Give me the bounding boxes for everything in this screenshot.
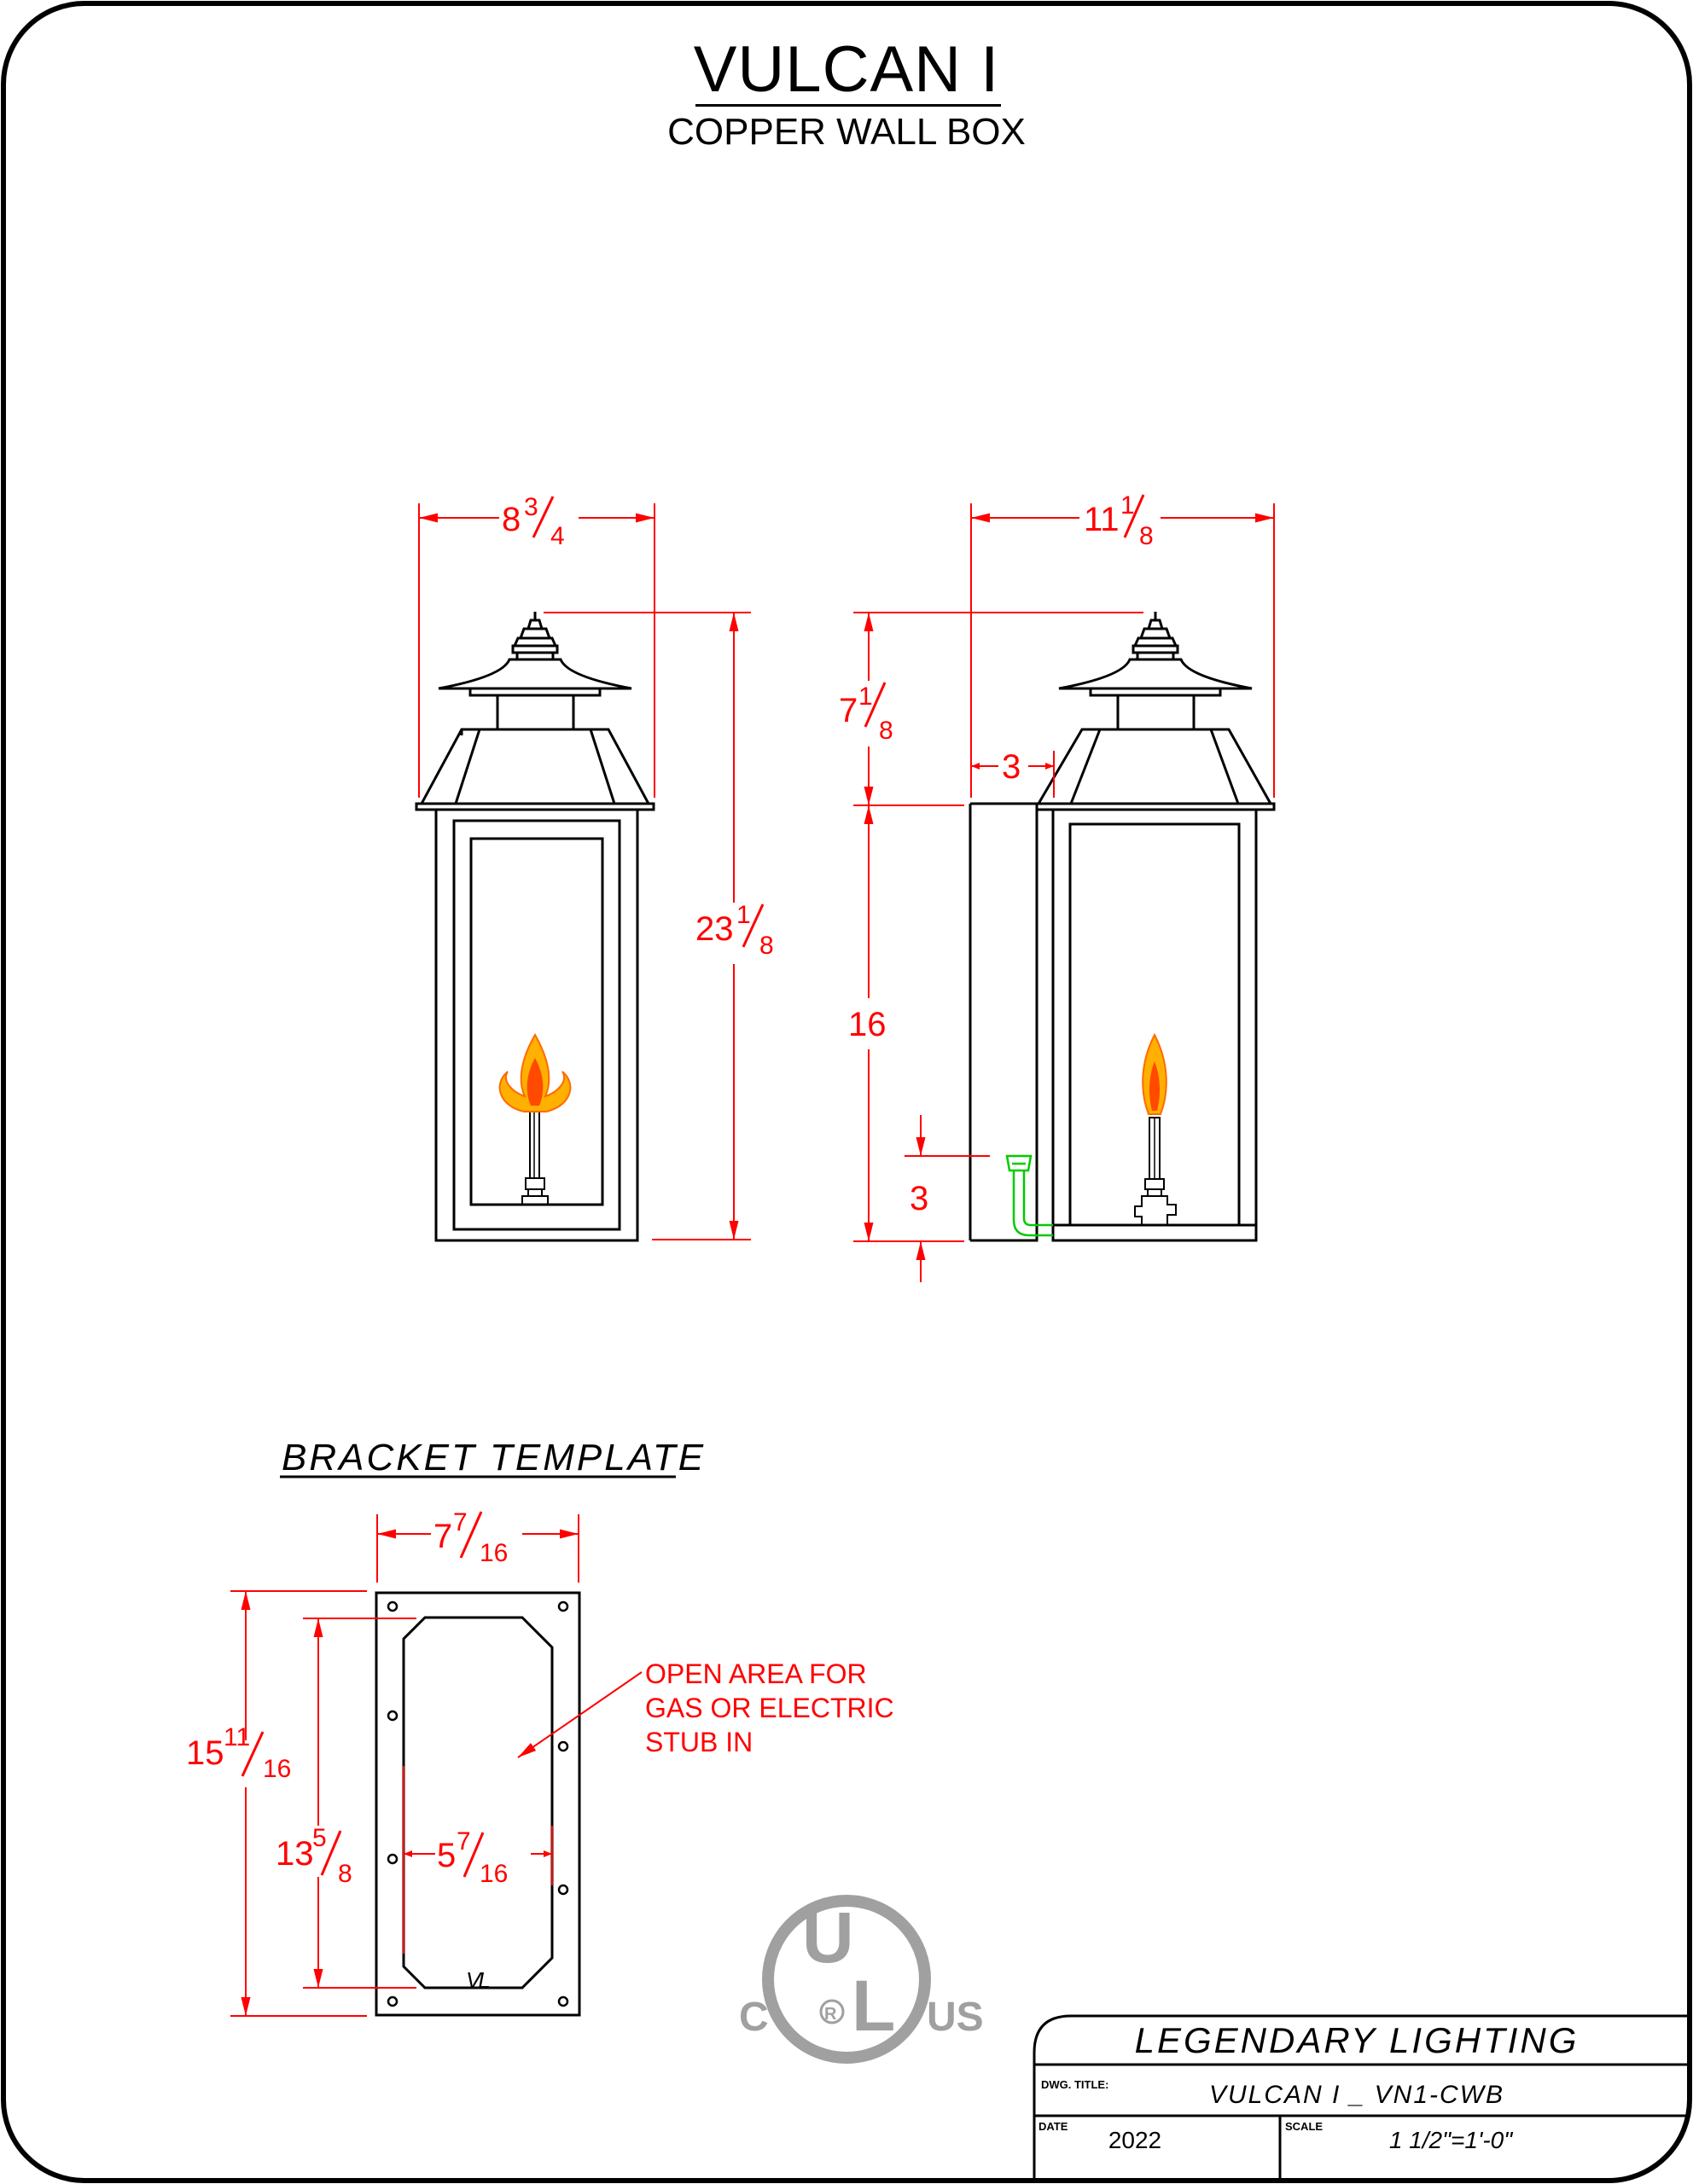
side-cap-whole: 7 — [839, 692, 858, 729]
bracket-plate — [375, 1591, 581, 2017]
bracket-inner-height-whole: 13 — [276, 1835, 314, 1873]
title-block — [1033, 2014, 1690, 2181]
bracket-outer-height-num: 11 — [224, 1723, 250, 1751]
side-depth-dimension: 11 1 8 — [970, 491, 1275, 798]
bracket-inner-height-dimension: 13 5 8 — [276, 1618, 416, 1989]
side-body-value: 16 — [848, 1006, 887, 1043]
bracket-outer-height-dimension: 15 11 16 — [186, 1590, 367, 2017]
dwg-title-value: VULCAN I _ VN1-CWB — [1209, 2081, 1504, 2109]
bracket-heading: BRACKET TEMPLATE — [282, 1437, 706, 1478]
ul-l-letter: L — [852, 1966, 895, 2046]
title-underline — [695, 104, 1001, 107]
ul-registered-mark: R — [824, 2005, 837, 2024]
front-width-dimension: 8 3 4 — [418, 493, 655, 798]
date-label: DATE — [1038, 2120, 1068, 2133]
ul-u-letter: U — [802, 1897, 854, 1978]
date-value: 2022 — [1108, 2127, 1161, 2153]
front-height-whole: 23 — [695, 910, 734, 948]
bracket-outer-height-den: 16 — [263, 1755, 291, 1783]
scale-value: 1 1/2"=1'-0" — [1389, 2127, 1513, 2153]
bracket-width-num: 7 — [453, 1508, 468, 1536]
side-flame-icon — [1142, 1032, 1167, 1115]
side-depth-num: 1 — [1120, 491, 1135, 520]
bracket-width-den: 16 — [480, 1539, 508, 1567]
note-line-2: GAS OR ELECTRIC — [645, 1693, 894, 1723]
gas-line — [1005, 1154, 1053, 1237]
front-height-dimension: 23 1 8 — [544, 612, 774, 1240]
front-flame-icon — [498, 1032, 572, 1112]
open-area-note: OPEN AREA FOR GAS OR ELECTRIC STUB IN — [517, 1658, 894, 1758]
front-width-num: 3 — [524, 493, 538, 521]
side-body-dimension: 16 — [848, 805, 964, 1242]
ul-c-mark: C — [739, 1995, 769, 2040]
side-depth-den: 8 — [1139, 522, 1154, 550]
side-cap-dimension: 7 1 8 — [839, 612, 1143, 806]
side-offset-value: 3 — [1002, 748, 1021, 786]
note-line-1: OPEN AREA FOR — [645, 1658, 867, 1689]
side-cap-den: 8 — [879, 717, 893, 745]
bracket-inner-width-den: 16 — [480, 1860, 508, 1888]
bracket-inner-width-dimension: 5 7 16 — [403, 1766, 553, 1954]
scale-label: SCALE — [1285, 2120, 1323, 2133]
front-height-num: 1 — [736, 901, 751, 929]
bracket-inner-height-num: 5 — [312, 1824, 327, 1852]
bracket-width-dimension: 7 7 16 — [376, 1508, 579, 1583]
drawing-title: VULCAN I — [693, 33, 1000, 106]
side-stub-value: 3 — [910, 1180, 928, 1217]
side-depth-whole: 11 — [1084, 501, 1120, 538]
side-view — [969, 612, 1276, 1242]
front-width-whole: 8 — [502, 501, 521, 538]
front-view — [415, 612, 655, 1242]
ul-us-mark: US — [927, 1995, 984, 2040]
bracket-inner-height-den: 8 — [338, 1860, 352, 1888]
drawing-subtitle: COPPER WALL BOX — [667, 111, 1026, 153]
side-stub-dimension: 3 — [905, 1115, 990, 1282]
note-line-3: STUB IN — [645, 1727, 753, 1757]
title-block-company: LEGENDARY LIGHTING — [1135, 2020, 1580, 2060]
front-width-den: 4 — [550, 522, 565, 550]
bracket-width-whole: 7 — [433, 1518, 452, 1555]
front-height-den: 8 — [759, 932, 774, 960]
bracket-inner-width-num: 7 — [457, 1827, 471, 1856]
dwg-title-label: DWG. TITLE: — [1041, 2078, 1108, 2091]
side-cap-num: 1 — [858, 682, 873, 711]
side-offset-dimension: 3 — [971, 748, 1055, 798]
ul-logo: U L R C US — [739, 1895, 984, 2064]
bracket-inner-width-whole: 5 — [437, 1837, 456, 1874]
bracket-mark: VL — [466, 1967, 489, 1993]
bracket-outer-height-whole: 15 — [186, 1734, 224, 1772]
